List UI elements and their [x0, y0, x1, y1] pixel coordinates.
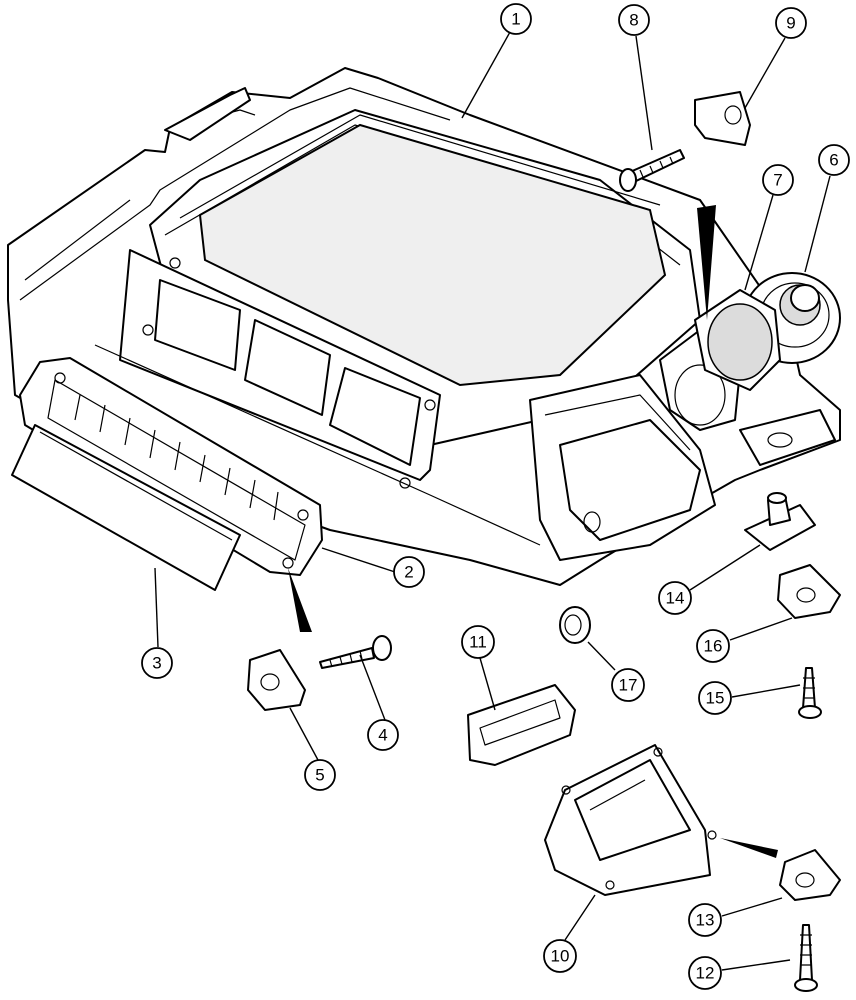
callout-10-label: 10	[551, 947, 570, 966]
callout-4-label: 4	[378, 726, 387, 745]
callout-12: 12	[688, 956, 722, 990]
callout-10: 10	[543, 939, 577, 973]
arrow-wedge-top	[697, 205, 716, 320]
arrow-wedge-left	[288, 568, 312, 632]
callout-5-label: 5	[315, 766, 324, 785]
callout-7: 7	[762, 164, 794, 196]
callout-2-label: 2	[404, 563, 413, 582]
callout-15-label: 15	[706, 689, 725, 708]
callout-1: 1	[500, 3, 532, 35]
callout-9-label: 9	[786, 14, 795, 33]
callout-11: 11	[461, 625, 495, 659]
callout-13: 13	[688, 903, 722, 937]
callout-6: 6	[818, 144, 850, 176]
callout-3-label: 3	[152, 654, 161, 673]
callout-9: 9	[775, 7, 807, 39]
bracket-part-11	[467, 684, 576, 766]
callout-12-label: 12	[696, 964, 715, 983]
screw-part-8	[619, 149, 685, 192]
callout-16-label: 16	[704, 637, 723, 656]
callout-7-label: 7	[773, 171, 782, 190]
callout-14: 14	[658, 581, 692, 615]
vent-opening-right	[329, 367, 421, 466]
clip-nut-part-5	[247, 649, 306, 711]
vent-opening-left	[154, 279, 241, 371]
speaker-grille-part-7	[694, 289, 781, 391]
storage-tray-part-10	[544, 744, 717, 896]
screw-part-15	[798, 667, 822, 719]
callout-17: 17	[611, 668, 645, 702]
clip-part-14	[744, 492, 816, 551]
callout-17-label: 17	[619, 676, 638, 695]
callout-15: 15	[698, 681, 732, 715]
callout-16: 16	[696, 629, 730, 663]
callout-1-label: 1	[511, 10, 520, 29]
vent-opening-middle	[244, 319, 331, 416]
callout-11-label: 11	[469, 633, 487, 652]
callout-6-label: 6	[829, 151, 838, 170]
clip-nut-part-16	[777, 564, 841, 619]
callout-4: 4	[367, 719, 399, 751]
grommet-part-17	[559, 606, 591, 644]
callout-2: 2	[393, 556, 425, 588]
callout-3: 3	[141, 647, 173, 679]
sunroof-glass	[198, 123, 667, 387]
callout-8-label: 8	[629, 11, 638, 30]
callout-13-label: 13	[696, 911, 715, 930]
callout-14-label: 14	[666, 589, 685, 608]
callout-5: 5	[304, 759, 336, 791]
screw-part-4	[319, 635, 392, 669]
callout-8: 8	[618, 4, 650, 36]
leader-lines	[154, 31, 831, 971]
clip-nut-part-13	[779, 849, 841, 901]
vent-filter-panel	[11, 424, 241, 591]
vent-bezel	[19, 357, 323, 576]
clip-nut-part-9	[694, 91, 751, 146]
screw-part-12	[794, 924, 818, 992]
arrow-wedge-bottom	[720, 838, 778, 858]
